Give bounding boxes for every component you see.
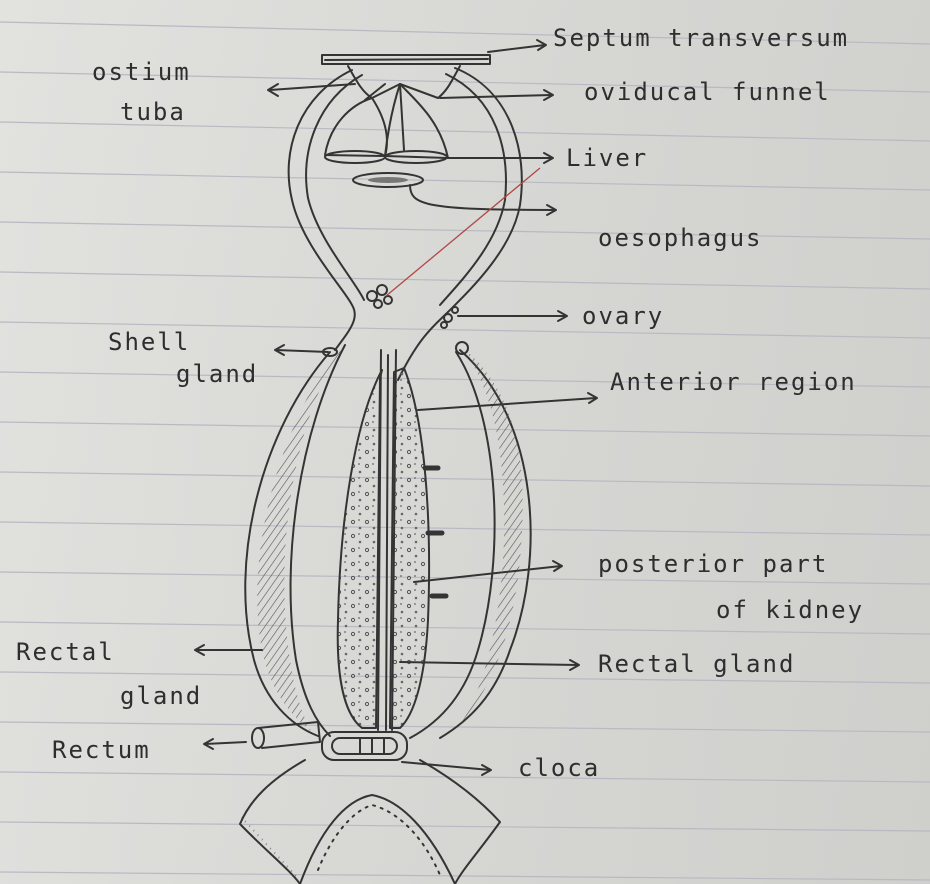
cloaca [322,732,407,760]
label-rectum: Rectum [52,738,151,762]
label-oviducal-funnel: oviducal funnel [584,80,831,104]
label-ostium-tuba-2: tuba [120,100,186,124]
label-ovary: ovary [582,304,664,328]
label-posterior-kidney-2: of kidney [716,598,864,622]
septum-transversum [322,55,490,64]
label-anterior-region: Anterior region [610,370,857,394]
label-rectal-gland-left-1: Rectal [16,640,115,664]
oviducal-funnel [348,66,460,150]
label-liver: Liver [566,146,648,170]
label-shell-gland-2: gland [176,362,258,386]
lower-body [240,760,500,884]
label-ostium-tuba-1: ostium [92,60,191,84]
label-posterior-kidney-1: posterior part [598,552,828,576]
label-cloaca: cloca [518,756,600,780]
ovary [367,285,458,328]
oviduct-outer [289,68,522,380]
rectum [252,722,320,748]
label-rectal-gland-left-2: gland [120,684,202,708]
label-oesophagus: oesophagus [598,226,763,250]
label-septum-transversum: Septum transversum [553,26,849,50]
kidney [338,350,429,730]
label-shell-gland-1: Shell [108,330,190,354]
label-rectal-gland-right: Rectal gland [598,652,795,676]
left-lobe [245,345,345,736]
oesophagus [353,173,423,187]
